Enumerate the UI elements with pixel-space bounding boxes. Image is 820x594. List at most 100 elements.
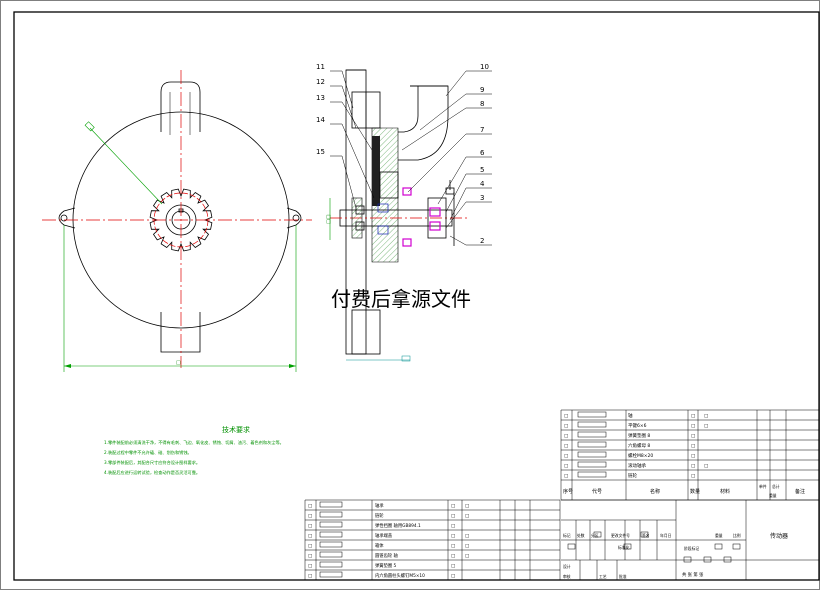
title-box bbox=[714, 543, 723, 550]
balloon-label: 10 bbox=[480, 63, 489, 71]
title-sign: 签名 bbox=[642, 533, 650, 538]
parts-left-name: 箱体 bbox=[375, 542, 384, 549]
parts-right-material: □ bbox=[704, 414, 708, 419]
balloon-leader bbox=[445, 173, 467, 213]
parts-left-no: □ bbox=[308, 534, 312, 539]
nut-lower bbox=[355, 221, 365, 231]
bearing-seat-upper bbox=[379, 171, 399, 199]
tech-req-line-4: 4.装配后应进行运转试验，检查动作是否灵活可靠。 bbox=[104, 469, 200, 476]
balloon-label: 2 bbox=[480, 237, 484, 245]
title-mark: 标记 bbox=[563, 533, 571, 538]
elbow-outer bbox=[398, 85, 449, 161]
parts-left-material: □ bbox=[465, 514, 469, 519]
dim-arrow-left bbox=[64, 364, 71, 368]
dim-arrow-right bbox=[289, 364, 296, 368]
tech-req-line-3: 3.零部件装配后，其配合尺寸应符合设计图样要求。 bbox=[104, 459, 200, 466]
balloon-label: 9 bbox=[480, 86, 484, 94]
parts-left-no: □ bbox=[308, 564, 312, 569]
title-block-and-parts-lists: □轴□□□平键6×6□□□弹簧垫圈 8□□六角螺母 8□□螺栓M8×20□□滚动… bbox=[304, 409, 820, 581]
parts-left-no: □ bbox=[308, 574, 312, 579]
parts-right-code-box bbox=[577, 451, 607, 458]
title-box bbox=[723, 556, 732, 563]
parts-left-material: □ bbox=[465, 534, 469, 539]
parts-right-code-box bbox=[577, 441, 607, 448]
parts-right-no: □ bbox=[564, 414, 568, 419]
parts-right-no: □ bbox=[564, 444, 568, 449]
balloon-label: 14 bbox=[316, 116, 325, 124]
parts-right-qty: □ bbox=[691, 434, 695, 439]
bearing-lower bbox=[377, 225, 389, 235]
screw-upper bbox=[429, 207, 441, 217]
screw-bottom bbox=[402, 238, 412, 247]
tech-req-line-2: 2.装配过程中零件不允许磕、碰、划伤和锈蚀。 bbox=[104, 449, 192, 456]
title-box bbox=[623, 543, 632, 550]
parts-right-name: 轴 bbox=[628, 412, 633, 419]
parts-right-name: 平键6×6 bbox=[628, 422, 647, 429]
dim-text-section: □□ bbox=[326, 214, 332, 224]
balloon-leader bbox=[445, 70, 467, 97]
title-count: 处数 bbox=[577, 533, 585, 538]
title-box bbox=[640, 531, 649, 538]
parts-right-code-box bbox=[577, 421, 607, 428]
balloon-label: 12 bbox=[316, 78, 325, 86]
title-process: 工艺 bbox=[599, 574, 607, 579]
bearing-upper bbox=[377, 203, 389, 213]
balloon-label: 7 bbox=[480, 126, 484, 134]
balloon-leader bbox=[341, 70, 354, 109]
balloon-label: 15 bbox=[316, 148, 325, 156]
title-weight: 重量 bbox=[715, 533, 723, 538]
title-box bbox=[683, 556, 692, 563]
parts-right-qty: □ bbox=[691, 464, 695, 469]
parts-left-no: □ bbox=[308, 514, 312, 519]
screw-lower bbox=[429, 221, 441, 231]
tech-req-line-1: 1.零件装配前必须清洗干净，不得有毛刺、飞边、氧化皮、锈蚀、切屑、油污、着色剂和… bbox=[104, 439, 284, 446]
balloon-leader bbox=[401, 107, 467, 151]
parts-right-header-unit: 单件 bbox=[759, 484, 767, 489]
balloon-label: 5 bbox=[480, 166, 484, 174]
guide-tag bbox=[401, 355, 411, 362]
title-approve: 批准 bbox=[619, 574, 627, 579]
parts-right-code-box bbox=[577, 461, 607, 468]
title-sheet: 共 张 第 张 bbox=[682, 571, 704, 578]
leader-line bbox=[89, 127, 163, 205]
balloon-leader bbox=[445, 201, 467, 229]
parts-left-qty: □ bbox=[451, 544, 455, 549]
parts-left-no: □ bbox=[308, 544, 312, 549]
parts-left-code-box bbox=[319, 571, 343, 578]
front-view: □ bbox=[42, 70, 312, 372]
parts-left-code-box bbox=[319, 541, 343, 548]
title-audit: 审核 bbox=[563, 574, 571, 579]
parts-right-name: 滚动轴承 bbox=[628, 462, 646, 469]
title-box bbox=[732, 543, 741, 550]
right-ear-hole bbox=[292, 214, 300, 222]
left-ear-hole bbox=[60, 214, 68, 222]
title-designer: 设计 bbox=[563, 564, 571, 569]
dim-text-width: □ bbox=[176, 360, 181, 366]
parts-left-name: 圆锥齿轮 轴 bbox=[375, 552, 398, 559]
parts-left-code-box bbox=[319, 551, 343, 558]
balloon-leader bbox=[341, 155, 357, 209]
sprocket-section bbox=[351, 197, 363, 239]
balloon-label: 8 bbox=[480, 100, 484, 108]
parts-right-qty: □ bbox=[691, 424, 695, 429]
balloon-leader bbox=[437, 156, 467, 205]
balloon-leader bbox=[341, 101, 373, 151]
bottom-flange bbox=[160, 312, 201, 353]
balloon-leader bbox=[341, 123, 375, 199]
parts-left-material: □ bbox=[465, 504, 469, 509]
parts-right-code-box bbox=[577, 471, 607, 478]
parts-right-header-qty: 数量 bbox=[690, 488, 700, 495]
parts-left-name: 链轮 bbox=[375, 512, 384, 519]
parts-right-name: 六角螺母 8 bbox=[628, 442, 650, 449]
parts-left-name: 内六角圆柱头螺钉M5×10 bbox=[375, 572, 425, 579]
parts-right-no: □ bbox=[564, 464, 568, 469]
parts-right-header-material: 材料 bbox=[720, 488, 730, 495]
parts-right-qty: □ bbox=[691, 444, 695, 449]
parts-left-code-box bbox=[319, 511, 343, 518]
parts-right-name: 链轮 bbox=[628, 472, 637, 479]
dark-plate bbox=[372, 136, 380, 206]
technical-requirements: 技术要求 1.零件装配前必须清洗干净，不得有毛刺、飞边、氧化皮、锈蚀、切屑、油污… bbox=[104, 425, 284, 476]
balloon-label: 11 bbox=[316, 63, 325, 71]
parts-left-code-box bbox=[319, 561, 343, 568]
